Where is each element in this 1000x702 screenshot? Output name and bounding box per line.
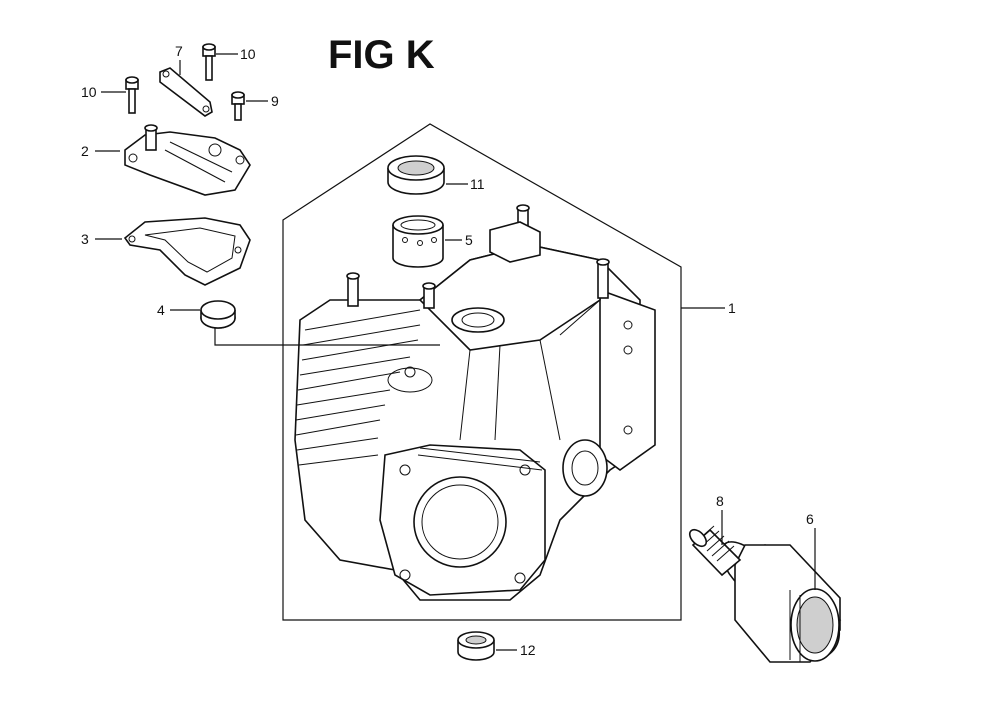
plug-part	[200, 300, 236, 329]
assembly-boundary	[282, 123, 682, 621]
stay-bracket-part	[159, 67, 213, 117]
oil-seal-part	[387, 155, 445, 195]
bushing-part	[392, 215, 444, 268]
breather-cover-part	[124, 124, 251, 196]
callout-2: 2	[81, 143, 89, 159]
callout-7: 7	[175, 43, 183, 59]
callout-9: 9	[271, 93, 279, 109]
bolt-10-left-part	[125, 76, 139, 114]
callout-3: 3	[81, 231, 89, 247]
callout-10-left: 10	[81, 84, 97, 100]
crankcase-part	[294, 204, 656, 601]
callout-11: 11	[470, 176, 485, 192]
figure-title: FIG K	[328, 33, 435, 77]
callout-1: 1	[728, 300, 736, 316]
fitting-part	[688, 525, 742, 577]
callout-5: 5	[465, 232, 473, 248]
callout-8: 8	[716, 493, 724, 509]
small-seal-part	[457, 631, 495, 661]
oil-filter-part	[720, 541, 842, 663]
bolt-9-part	[231, 91, 245, 121]
gasket-part	[123, 217, 251, 286]
bolt-10-upper-part	[202, 43, 216, 81]
callout-6: 6	[806, 511, 814, 527]
callout-10-upper: 10	[240, 46, 256, 62]
callout-12: 12	[520, 642, 536, 658]
leader-lines	[95, 53, 816, 651]
callout-4: 4	[157, 302, 165, 318]
